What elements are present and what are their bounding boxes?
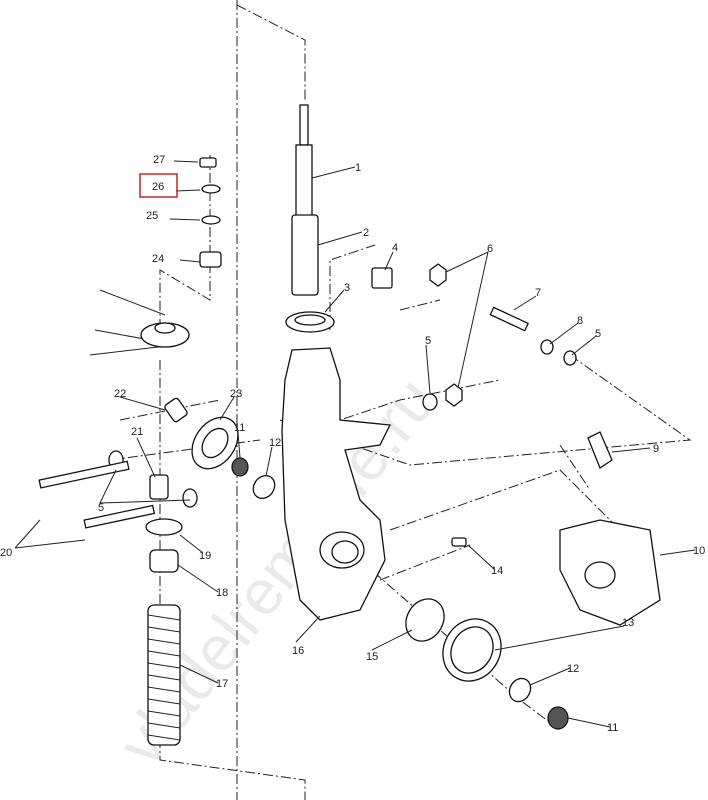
callout-21: 21 bbox=[131, 426, 143, 438]
part-4-clip bbox=[371, 267, 393, 289]
callout-2: 2 bbox=[363, 227, 369, 239]
callout-24: 24 bbox=[152, 253, 164, 265]
part-1-shaft bbox=[295, 144, 313, 221]
callout-18: 18 bbox=[216, 587, 228, 599]
callout-1: 1 bbox=[355, 162, 361, 174]
callout-8: 8 bbox=[577, 315, 583, 327]
callout-5: 5 bbox=[425, 335, 431, 347]
centerline bbox=[159, 155, 211, 330]
callout-11: 11 bbox=[234, 422, 245, 434]
arm-bushing-hole bbox=[154, 322, 176, 334]
callout-23: 23 bbox=[230, 388, 242, 400]
part-25-washer bbox=[201, 215, 221, 225]
callout-leaders bbox=[14, 160, 696, 728]
part-3-ring-inner bbox=[294, 314, 326, 326]
callout-13: 13 bbox=[622, 617, 634, 629]
part-1-shaft-top bbox=[299, 104, 309, 146]
part-27-nut bbox=[199, 157, 217, 168]
part-11-bearing bbox=[231, 457, 249, 477]
centerline bbox=[279, 354, 692, 466]
callout-11: 11 bbox=[607, 722, 618, 734]
part-19-retainer bbox=[145, 518, 183, 536]
knuckle-spindle-bore bbox=[331, 540, 359, 564]
part-8-washer bbox=[540, 339, 554, 355]
part-12-race bbox=[252, 474, 276, 500]
part-18-bumper bbox=[149, 549, 179, 573]
callout-6: 6 bbox=[487, 243, 493, 255]
part-11-bearing bbox=[547, 706, 569, 730]
part-6-nut bbox=[429, 263, 447, 287]
centerline bbox=[329, 244, 376, 330]
callout-25: 25 bbox=[146, 210, 158, 222]
callout-20: 20 bbox=[0, 547, 12, 559]
part-6-nut bbox=[445, 383, 463, 407]
part-9-pad bbox=[587, 431, 613, 469]
callout-15: 15 bbox=[366, 651, 378, 663]
caliper-piston bbox=[584, 561, 616, 589]
callout-27: 27 bbox=[153, 154, 165, 166]
callout-5: 5 bbox=[595, 328, 601, 340]
part-21-bushing bbox=[149, 474, 169, 500]
centerline bbox=[236, 4, 306, 100]
part-5-washer bbox=[182, 488, 198, 508]
part-13-hub-ring-inner bbox=[450, 626, 494, 674]
part-15-tone-ring bbox=[405, 598, 445, 642]
callout-22: 22 bbox=[114, 388, 126, 400]
callout-7: 7 bbox=[535, 287, 541, 299]
part-24-bushing bbox=[199, 251, 222, 268]
part-12-race bbox=[508, 677, 532, 703]
part-2-tube bbox=[291, 214, 319, 296]
callout-10: 10 bbox=[693, 545, 705, 557]
part-20-bolt bbox=[83, 504, 156, 529]
part-5-washer bbox=[422, 393, 438, 411]
callout-19: 19 bbox=[199, 550, 211, 562]
callout-12: 12 bbox=[269, 437, 281, 449]
callout-5: 5 bbox=[98, 502, 104, 514]
highlight-box bbox=[139, 173, 178, 198]
callout-12: 12 bbox=[567, 663, 579, 675]
part-26-washer bbox=[201, 184, 221, 194]
part-20-bolt bbox=[38, 460, 130, 489]
callout-14: 14 bbox=[491, 565, 503, 577]
callout-26[interactable]: 26 bbox=[152, 181, 164, 193]
part-17-spring bbox=[147, 604, 181, 746]
part-7-bolt bbox=[489, 306, 529, 332]
callout-9: 9 bbox=[653, 443, 659, 455]
callout-17: 17 bbox=[216, 678, 228, 690]
part-14-sensor bbox=[451, 537, 467, 547]
callout-16: 16 bbox=[292, 645, 304, 657]
callout-4: 4 bbox=[392, 242, 398, 254]
callout-3: 3 bbox=[344, 282, 350, 294]
part-23-seal-inner bbox=[201, 427, 229, 459]
part-22-fitting bbox=[164, 397, 188, 423]
